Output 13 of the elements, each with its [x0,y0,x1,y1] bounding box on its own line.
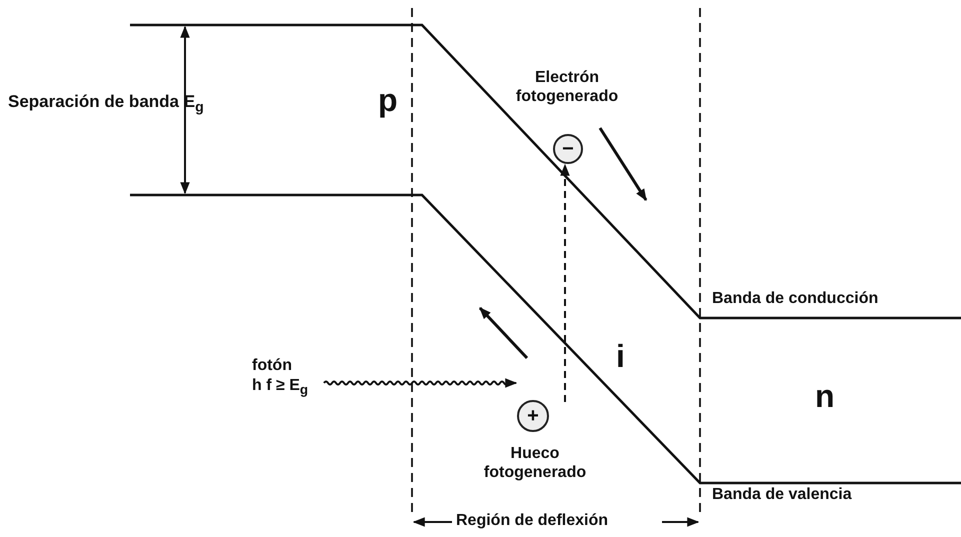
electron-symbol: − [553,134,583,164]
region-letter: i [616,338,625,375]
region-label: Región de deflexión [454,512,610,530]
dashed-arrow [560,164,570,402]
region-letter: p [378,82,398,119]
photon-label: fotón h f ≥ E$_{g}$ [252,356,322,400]
band-label: Banda de conducción [712,290,878,308]
band-label: Banda de valencia [712,486,852,504]
hole-label: Hueco fotogenerado [482,444,588,482]
region-letter: n [815,378,835,415]
hole-symbol: + [517,400,549,432]
electron-label: Electrón fotogenerado [514,68,620,106]
wavy-arrow [323,378,518,388]
